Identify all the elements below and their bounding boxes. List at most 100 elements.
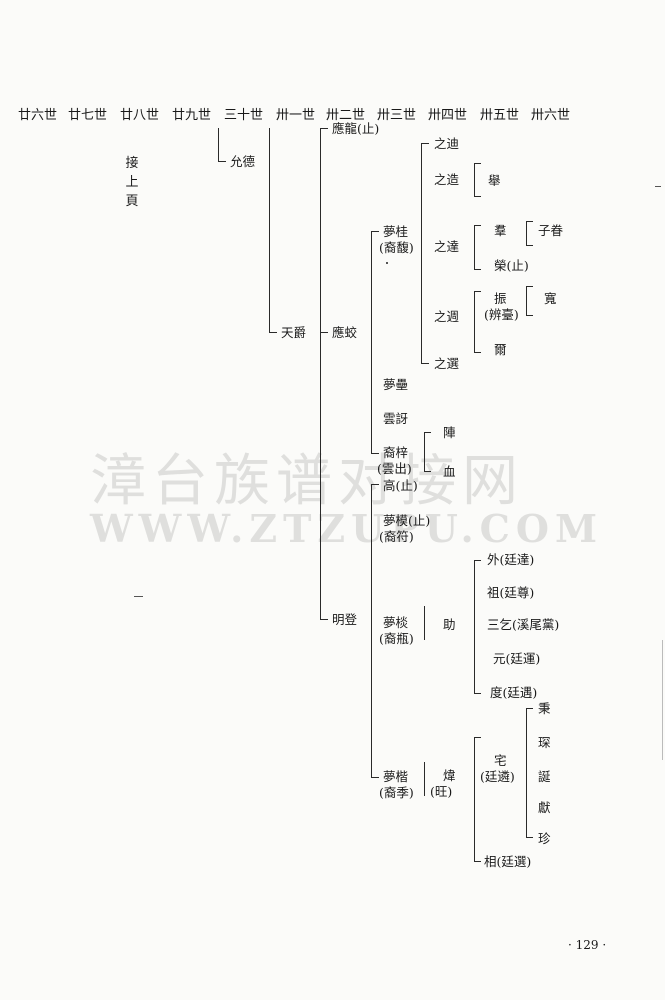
page-number: · 129 · <box>568 938 607 952</box>
connector-line <box>474 560 475 694</box>
person-mengmo: 夢模(止) <box>383 513 431 528</box>
connector-line <box>474 269 481 270</box>
connector-line <box>474 291 481 292</box>
page-edge <box>662 640 663 760</box>
connector-line <box>421 143 422 364</box>
connector-line <box>371 484 372 778</box>
person-zhai: 宅 <box>494 753 507 768</box>
gen-33: 卅三世 <box>377 108 417 123</box>
person-yizi: 裔梓 <box>383 445 409 460</box>
person-zhen3: 珍 <box>538 831 551 846</box>
person-mengjie: 夢楷 <box>383 769 409 784</box>
gen-35: 卅五世 <box>480 108 520 123</box>
person-dan: 誕 <box>538 769 551 784</box>
gen-32: 卅二世 <box>326 108 366 123</box>
connector-line <box>269 332 277 333</box>
person-mengmo-alias: (裔符) <box>379 529 414 544</box>
person-wei: 煒 <box>443 768 456 783</box>
person-xiang: 相(廷選) <box>484 854 532 869</box>
connector-line <box>474 737 475 862</box>
connector-line <box>371 231 379 232</box>
connector-line <box>371 453 379 454</box>
connector-line <box>474 861 481 862</box>
connector-line <box>526 221 533 222</box>
connector-line <box>474 196 481 197</box>
connector-line <box>424 606 425 640</box>
person-bing: 秉 <box>538 701 551 716</box>
connector-line <box>424 432 425 472</box>
person-wai: 外(廷達) <box>487 552 535 567</box>
person-menggui: 夢桂 <box>383 224 409 239</box>
gen-36: 卅六世 <box>531 108 571 123</box>
connector-line <box>320 332 328 333</box>
person-menglei: 夢壘 <box>383 377 409 392</box>
connector-line <box>526 315 533 316</box>
connector-line <box>218 128 219 162</box>
connector-line <box>421 363 429 364</box>
connector-line <box>474 163 481 164</box>
person-du: 度(廷遇) <box>490 685 538 700</box>
person-zhizhou: 之週 <box>434 309 460 324</box>
person-yingjiao: 應蛟 <box>332 325 358 340</box>
connector-line <box>474 225 481 226</box>
person-yinglong: 應龍(止) <box>332 121 380 136</box>
connector-line <box>526 286 533 287</box>
person-yizi-alias: (雲出) <box>377 461 412 476</box>
person-kuan: 寬 <box>544 291 557 306</box>
gen-27: 廿七世 <box>68 108 108 123</box>
connector-line <box>526 245 533 246</box>
person-zhizao: 之造 <box>434 172 460 187</box>
connector-line <box>371 484 379 485</box>
connector-line <box>320 619 328 620</box>
person-gao: 高(止) <box>383 478 418 493</box>
connector-line <box>526 221 527 246</box>
connector-line <box>526 286 527 316</box>
connector-line <box>371 777 379 778</box>
person-yuan: 元(廷運) <box>493 651 541 666</box>
person-mengya: 雲訝 <box>383 411 409 426</box>
connector-line <box>218 161 226 162</box>
person-zhida: 之達 <box>434 239 460 254</box>
person-zhai-alias: (廷遴) <box>480 769 515 784</box>
gen-30: 三十世 <box>224 108 264 123</box>
connector-line <box>424 471 431 472</box>
gen-31: 卅一世 <box>276 108 316 123</box>
person-zu: 祖(廷尊) <box>487 585 535 600</box>
connector-line <box>474 163 475 197</box>
gen-26: 廿六世 <box>18 108 58 123</box>
person-mengyi: 夢棪 <box>383 615 409 630</box>
connector-line <box>474 352 481 353</box>
watermark-cn: 漳台族谱对接网 <box>90 449 524 514</box>
connector-line <box>474 693 481 694</box>
person-xian: 獻 <box>538 800 551 815</box>
person-qun: 羣 <box>494 223 507 238</box>
connector-line <box>320 128 321 620</box>
person-xue: 血 <box>443 464 456 479</box>
connector-line <box>424 762 425 796</box>
person-ju: 舉 <box>488 173 501 188</box>
watermark-en: WWW.ZTZUPU.COM <box>90 506 604 551</box>
person-wei-alias: (旺) <box>430 784 453 799</box>
person-mengjie-alias: (裔季) <box>379 785 414 800</box>
person-menggui-alias: (裔馥) <box>379 240 414 255</box>
person-zhixuan: 之選 <box>434 356 460 371</box>
person-cai: 琛 <box>538 735 551 750</box>
person-yunde: 允德 <box>230 154 256 169</box>
connector-line <box>526 708 527 838</box>
connector-line <box>526 708 533 709</box>
connector-line <box>421 143 429 144</box>
person-zijuan: 子眷 <box>538 223 564 238</box>
connector-line <box>526 837 533 838</box>
gen-29: 廿九世 <box>172 108 212 123</box>
person-zhen2: 振 <box>494 291 507 306</box>
continued-note: 接上頁 <box>125 156 139 209</box>
connector-line <box>269 128 270 333</box>
connector-line <box>371 231 372 454</box>
person-mingdeng: 明登 <box>332 612 358 627</box>
person-er: 爾 <box>494 342 507 357</box>
person-zhen2-alias: (辨臺) <box>484 307 519 322</box>
connector-line <box>474 560 481 561</box>
scan-mark <box>134 596 143 597</box>
gen-34: 卅四世 <box>428 108 468 123</box>
